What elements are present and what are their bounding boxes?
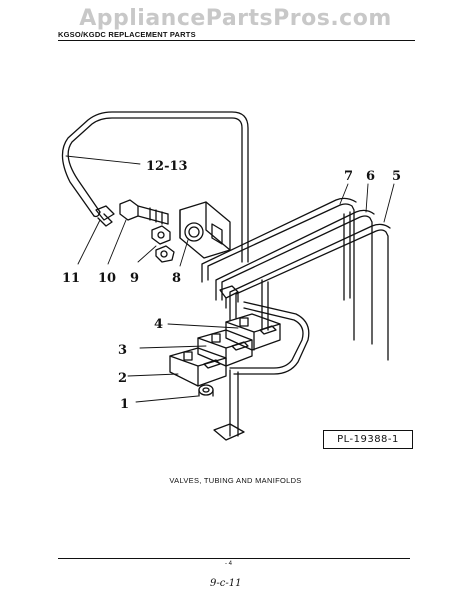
valve-2 xyxy=(169,347,227,387)
manifold xyxy=(213,301,310,441)
plate-number-box: PL-19388-1 xyxy=(323,430,413,449)
nut-9 xyxy=(151,225,175,263)
callout-3: 3 xyxy=(118,343,127,358)
bolt-10 xyxy=(119,199,169,225)
callout-7: 7 xyxy=(344,169,353,184)
callout-8: 8 xyxy=(172,271,181,286)
callout-1: 1 xyxy=(120,397,129,412)
page-header: KGSO/KGDC REPLACEMENT PARTS xyxy=(58,30,196,39)
callout-11: 11 xyxy=(62,271,80,286)
tube-7 xyxy=(201,197,357,341)
leader-lines xyxy=(65,155,395,403)
valve-4 xyxy=(225,313,281,351)
footer-rule xyxy=(58,558,410,559)
callout-2: 2 xyxy=(118,371,127,386)
callout-5: 5 xyxy=(392,169,401,184)
handwritten-note: 9-c-11 xyxy=(210,578,242,589)
block-8 xyxy=(179,201,231,259)
tube-6 xyxy=(215,209,375,345)
tube-verticals xyxy=(261,211,351,331)
tube-fittings xyxy=(219,285,239,309)
page-number: - 4 xyxy=(225,561,233,567)
callout-6: 6 xyxy=(366,169,375,184)
tube-5 xyxy=(229,223,391,361)
diagram-caption: VALVES, TUBING AND MANIFOLDS xyxy=(169,476,302,485)
callout-9: 9 xyxy=(130,271,139,286)
tube-12-13 xyxy=(61,111,249,263)
header-rule xyxy=(58,40,415,41)
orifice-1 xyxy=(198,384,214,397)
callout-10: 10 xyxy=(98,271,116,286)
watermark: AppliancePartsPros.com xyxy=(79,6,392,31)
valve-3 xyxy=(197,329,253,367)
callout-labels: 12-13 7 6 5 11 10 9 8 4 3 2 1 xyxy=(62,159,401,412)
callout-12-13: 12-13 xyxy=(146,159,188,174)
fitting-11 xyxy=(95,205,115,227)
callout-4: 4 xyxy=(154,317,163,332)
